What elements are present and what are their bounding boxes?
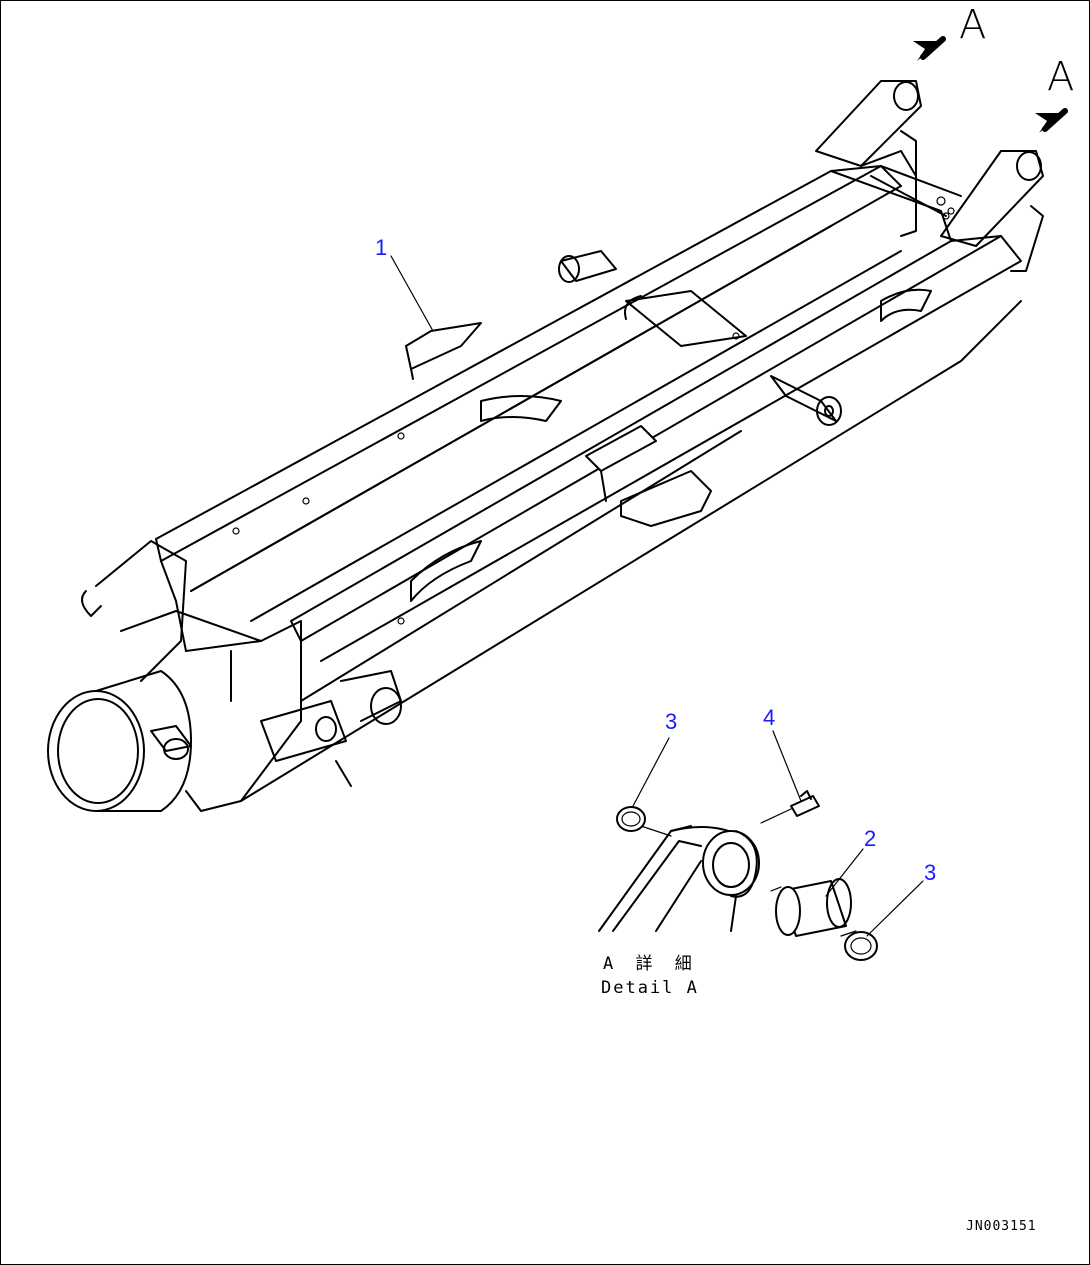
callout-3-upper: 3 xyxy=(665,709,678,734)
view-arrow-lower xyxy=(1035,108,1068,133)
frame-body xyxy=(155,165,1022,802)
rear-uprights xyxy=(815,80,1044,272)
callout-4: 4 xyxy=(763,705,776,730)
callout-3-lower: 3 xyxy=(924,860,937,885)
detail-a-view xyxy=(598,790,878,961)
view-arrow-upper xyxy=(913,36,946,61)
detail-caption-en: Detail A xyxy=(601,978,699,998)
drawing-code: JN003151 xyxy=(966,1219,1037,1234)
view-mark-a-upper: A xyxy=(959,2,987,48)
callout-leaders xyxy=(390,255,924,937)
detail-caption-jp: A 詳 細 xyxy=(603,954,698,974)
callout-1: 1 xyxy=(375,235,388,260)
callout-2: 2 xyxy=(864,826,877,851)
view-mark-a-lower: A xyxy=(1047,54,1075,100)
front-head xyxy=(47,540,402,812)
